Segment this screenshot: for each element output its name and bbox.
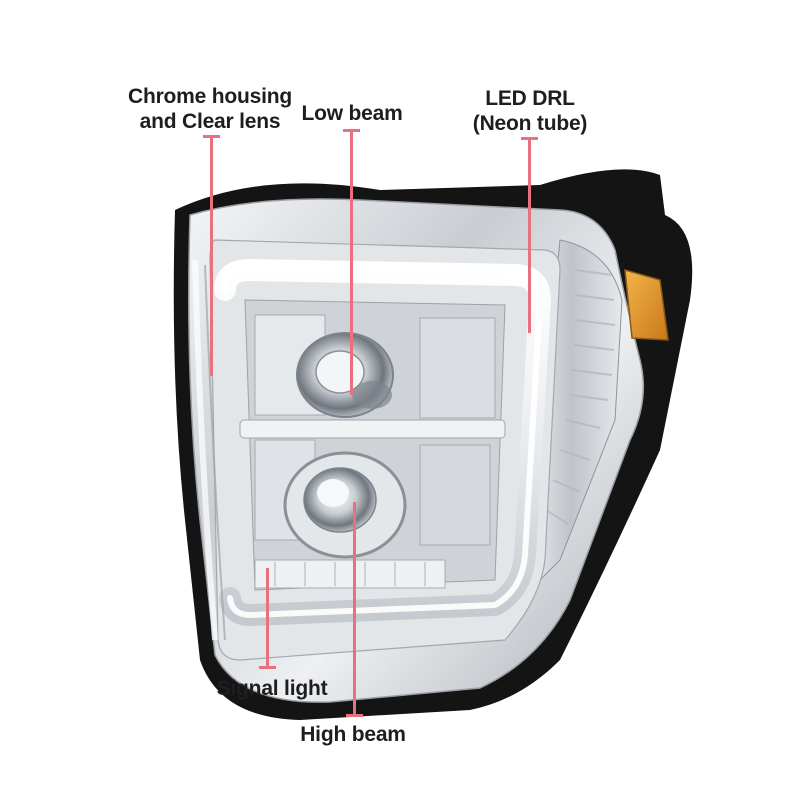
- led-drl-leader-cap: [521, 137, 538, 140]
- signal-light-leader-cap: [259, 666, 276, 669]
- low-beam-projector: [296, 332, 394, 418]
- led-drl-label: LED DRL (Neon tube): [472, 86, 588, 136]
- low-beam-leader-cap: [343, 129, 360, 132]
- low-beam-label: Low beam: [301, 101, 402, 126]
- signal-light-leader-line: [266, 568, 269, 668]
- chrome-housing-label-line2: and Clear lens: [139, 110, 281, 133]
- low-beam-leader-line: [350, 130, 353, 395]
- high-beam-label-text: High beam: [300, 723, 406, 746]
- chrome-housing-label: Chrome housing and Clear lens: [128, 84, 292, 134]
- amber-reflector: [624, 268, 669, 341]
- led-drl-leader-line: [528, 138, 531, 333]
- led-drl-label-line2: (Neon tube): [472, 112, 588, 135]
- chrome-housing-leader-cap: [203, 135, 220, 138]
- signal-light-label: Signal light: [217, 676, 328, 701]
- high-beam-projector: [283, 451, 407, 559]
- chrome-housing-leader-line: [210, 136, 213, 376]
- high-beam-label: High beam: [300, 722, 406, 747]
- high-beam-leader-cap: [346, 714, 363, 717]
- signal-light-strip: [254, 559, 446, 589]
- low-beam-label-text: Low beam: [301, 102, 403, 125]
- chrome-housing-label-line1: Chrome housing: [127, 85, 293, 108]
- high-beam-leader-line: [353, 502, 356, 716]
- led-drl-label-line1: LED DRL: [485, 87, 575, 110]
- signal-light-label-text: Signal light: [216, 677, 328, 700]
